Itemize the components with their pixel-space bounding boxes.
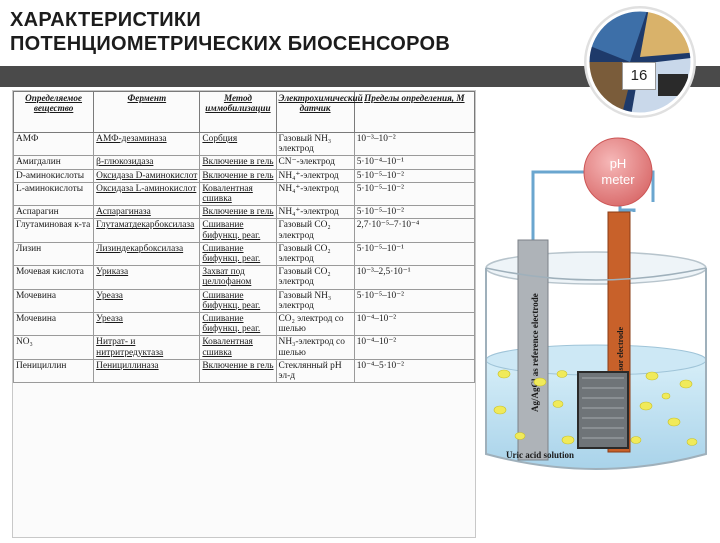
cell-enzyme: β-глюкозидаза [93,155,201,170]
cell-enzyme: Аспарагиназа [93,205,201,220]
uric-acid-particles [493,369,698,446]
cell-range: 10⁻³–10⁻² [353,131,476,157]
cell-method: Ковалентная сшивка [199,335,277,360]
cell-sensor: Газовый CO₂ электрод [275,241,355,267]
cell-method: Ковалентная сшивка [199,181,277,207]
cell-substance: Амигдалин [12,155,95,170]
cell-enzyme: Глутаматдекарбоксилаза [93,218,201,243]
cell-substance: Мочевая кислота [12,265,95,290]
cell-method: Сорбция [199,131,277,157]
cell-method: Сшивание бифункц. реаг. [199,312,277,337]
cell-substance: Мочевина [12,288,95,314]
solution-label: Uric acid solution [506,450,574,460]
nanorod-block [577,371,629,449]
cell-range: 2,7·10⁻⁵–7·10⁻⁴ [353,218,476,243]
cell-range: 10⁻⁴–10⁻² [353,312,476,337]
header-sensor: Электрохимический датчик [275,91,363,133]
header-enzyme: Фермент [93,91,201,133]
cell-range: 5·10⁻⁵–10⁻¹ [353,241,476,267]
page-title: ХАРАКТЕРИСТИКИ ПОТЕНЦИОМЕТРИЧЕСКИХ БИОСЕ… [10,8,570,56]
cell-range: 5·10⁻⁴–10⁻¹ [353,155,476,170]
cell-sensor: CO₂ электрод со шелью [275,312,355,337]
cell-enzyme: Уреаза [93,312,201,337]
cell-range: 5·10⁻⁵–10⁻² [353,168,476,183]
cell-sensor: Газовый NH₃ электрод [275,288,355,314]
cell-sensor: Газовый CO₂ электрод [275,265,355,290]
cell-range: 5·10⁻⁵–10⁻² [353,288,476,314]
cell-substance: Лизин [12,241,95,267]
meter-label-meter: meter [601,172,635,187]
header-method: Метод иммобилизации [199,91,277,133]
cell-enzyme: Оксидаза L-аминокислот [93,181,201,207]
cell-sensor: NH₃-электрод со шелью [275,335,355,360]
cell-sensor: CN⁻-электрод [275,155,355,170]
cell-method: Включение в гель [199,168,277,183]
table-header-row: Определяемое вещество Фермент Метод иммо… [12,91,476,133]
cell-enzyme: Пенициллиназа [93,358,201,384]
header-range: Пределы определения, М [353,91,476,133]
cell-method: Захват под целлофаном [199,265,277,290]
header-substance: Определяемое вещество [12,91,95,133]
cell-range: 10⁻³–2,5·10⁻¹ [353,265,476,290]
cell-range: 10⁻⁴–5·10⁻² [353,358,476,384]
cell-substance: Глутаминовая к-та [12,218,95,243]
ph-meter [583,137,653,207]
cell-enzyme: Лизиндекарбоксилаза [93,241,201,267]
cell-sensor: NH₄⁺-электрод [275,205,355,220]
cell-sensor: Стеклянный pH эл-д [275,358,355,384]
cell-substance: АМФ [12,131,95,157]
cell-method: Включение в гель [199,155,277,170]
biosensor-table-image: Определяемое вещество Фермент Метод иммо… [12,90,476,538]
cell-sensor: Газовый NH₃ электрод [275,131,355,157]
cell-substance: L-аминокислоты [12,181,95,207]
cell-range: 10⁻⁴–10⁻² [353,335,476,360]
cell-range: 5·10⁻⁵–10⁻² [353,181,476,207]
cell-sensor: NH₄⁺-электрод [275,168,355,183]
cell-substance: Мочевина [12,312,95,337]
cell-enzyme: Нитрат- и нитритредуктаза [93,335,201,360]
cell-enzyme: АМФ-дезаминаза [93,131,201,157]
title-line-2: ПОТЕНЦИОМЕТРИЧЕСКИХ БИОСЕНСОРОВ [10,33,451,55]
cell-sensor: Газовый CO₂ электрод [275,218,355,243]
cell-method: Включение в гель [199,358,277,384]
cell-substance: Пенициллин [12,358,95,384]
title-line-1: ХАРАКТЕРИСТИКИ [10,9,202,31]
reference-wire [531,170,590,240]
slide-number: 16 [622,62,656,90]
cell-enzyme: Оксидаза D-аминокислот [93,168,201,183]
biosensor-table: Определяемое вещество Фермент Метод иммо… [12,91,476,384]
cell-substance: Аспарагин [12,205,95,220]
cell-method: Включение в гель [199,205,277,220]
cell-method: Сшивание бифункц. реаг. [199,288,277,314]
meter-label-ph: pH [610,156,627,171]
title-divider-bar [0,66,720,87]
cell-substance: D-аминокислоты [12,168,95,183]
cell-sensor: NH₄⁺-электрод [275,181,355,207]
cell-method: Сшивание бифункц. реаг. [199,241,277,267]
cell-enzyme: Уриказа [93,265,201,290]
cell-method: Сшивание бифункц. реаг. [199,218,277,243]
cell-range: 5·10⁻⁵–10⁻² [353,205,476,220]
decorative-badge-image [580,2,700,122]
reference-electrode-label: Ag/AgCl as reference electrode [530,293,540,412]
biosensor-illustration: pH meter Ag/AgCl as reference electrode … [478,92,718,538]
cell-enzyme: Уреаза [93,288,201,314]
cell-substance: NO₃ [12,335,95,360]
